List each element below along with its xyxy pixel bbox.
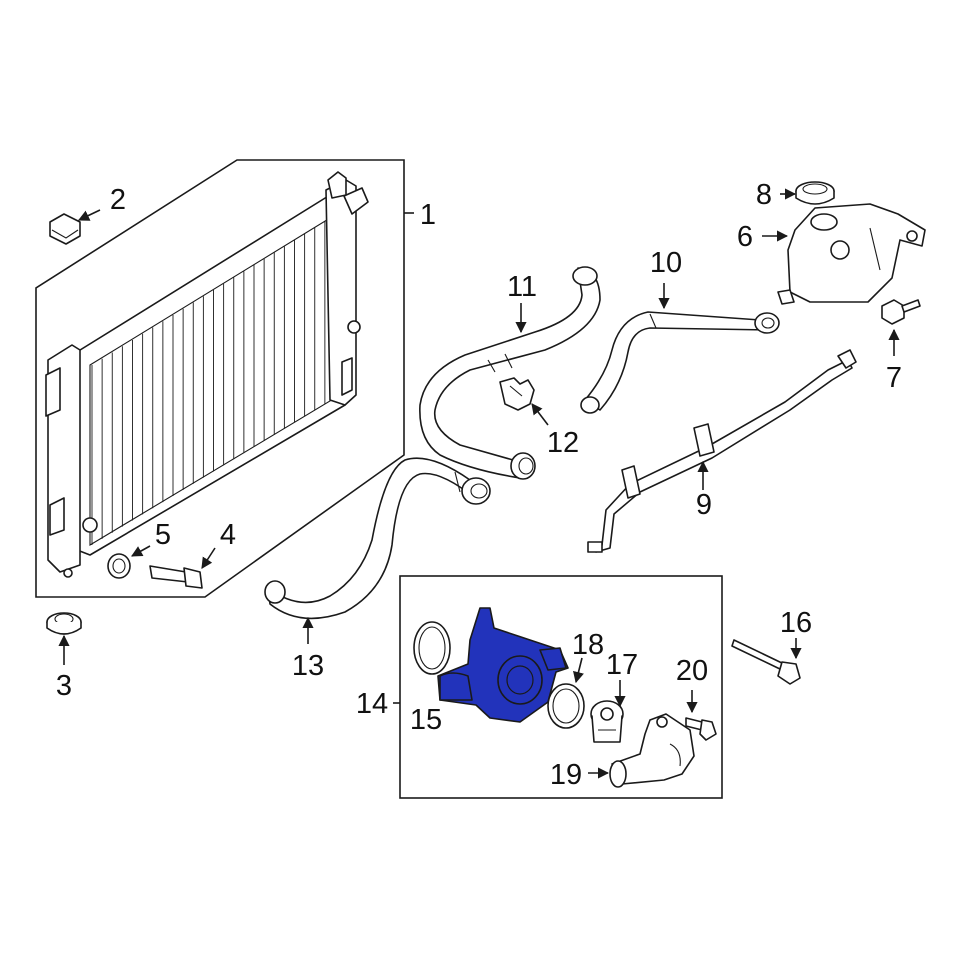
callout-7: 7 xyxy=(886,362,902,394)
callout-14: 14 xyxy=(356,688,388,720)
callout-5-arrow xyxy=(131,545,151,557)
thermostat-group-frame xyxy=(399,575,723,799)
callout-4: 4 xyxy=(220,519,236,551)
part-12-clip xyxy=(499,377,535,411)
callout-4-arrow xyxy=(201,547,216,569)
part-16-bolt xyxy=(731,639,801,685)
part-7-bolt xyxy=(881,299,921,325)
callout-19: 19 xyxy=(550,759,582,791)
callout-1: 1 xyxy=(420,199,436,231)
radiator-group-frame xyxy=(35,159,405,598)
part-5-o-ring xyxy=(107,553,131,579)
part-13-lower-hose xyxy=(264,457,491,620)
callout-16: 16 xyxy=(780,607,812,639)
part-2-clip xyxy=(49,213,81,245)
part-9-tube xyxy=(587,349,857,553)
part-8-cap xyxy=(795,181,835,205)
callout-12-arrow xyxy=(531,403,549,426)
radiator-fins xyxy=(91,215,336,545)
part-15-seal xyxy=(413,621,451,675)
callout-10: 10 xyxy=(650,247,682,279)
callout-17: 17 xyxy=(606,649,638,681)
callout-18-arrow xyxy=(573,657,584,684)
callout-9: 9 xyxy=(696,489,712,521)
callout-2-arrow xyxy=(77,209,101,221)
callout-6: 6 xyxy=(737,221,753,253)
callout-3: 3 xyxy=(56,670,72,702)
callout-13: 13 xyxy=(292,650,324,682)
callout-11: 11 xyxy=(507,271,537,303)
callout-20: 20 xyxy=(676,655,708,687)
callout-18: 18 xyxy=(572,629,604,661)
part-18-o-ring xyxy=(547,683,585,729)
thermostat-housing-highlighted xyxy=(437,607,569,723)
callout-8: 8 xyxy=(756,179,772,211)
part-4-drain-plug xyxy=(149,565,203,589)
part-17-thermostat xyxy=(590,700,624,743)
part-6-reservoir xyxy=(777,203,926,305)
part-19-outlet xyxy=(609,713,695,788)
part-3-grommet xyxy=(46,612,82,635)
callout-5: 5 xyxy=(155,519,171,551)
callout-15: 15 xyxy=(410,704,442,736)
callout-12: 12 xyxy=(547,427,579,459)
radiator xyxy=(45,171,369,578)
part-20-bolt xyxy=(685,717,717,741)
part-11-upper-hose xyxy=(419,266,601,480)
part-10-hose xyxy=(580,311,780,414)
callout-2: 2 xyxy=(110,184,126,216)
